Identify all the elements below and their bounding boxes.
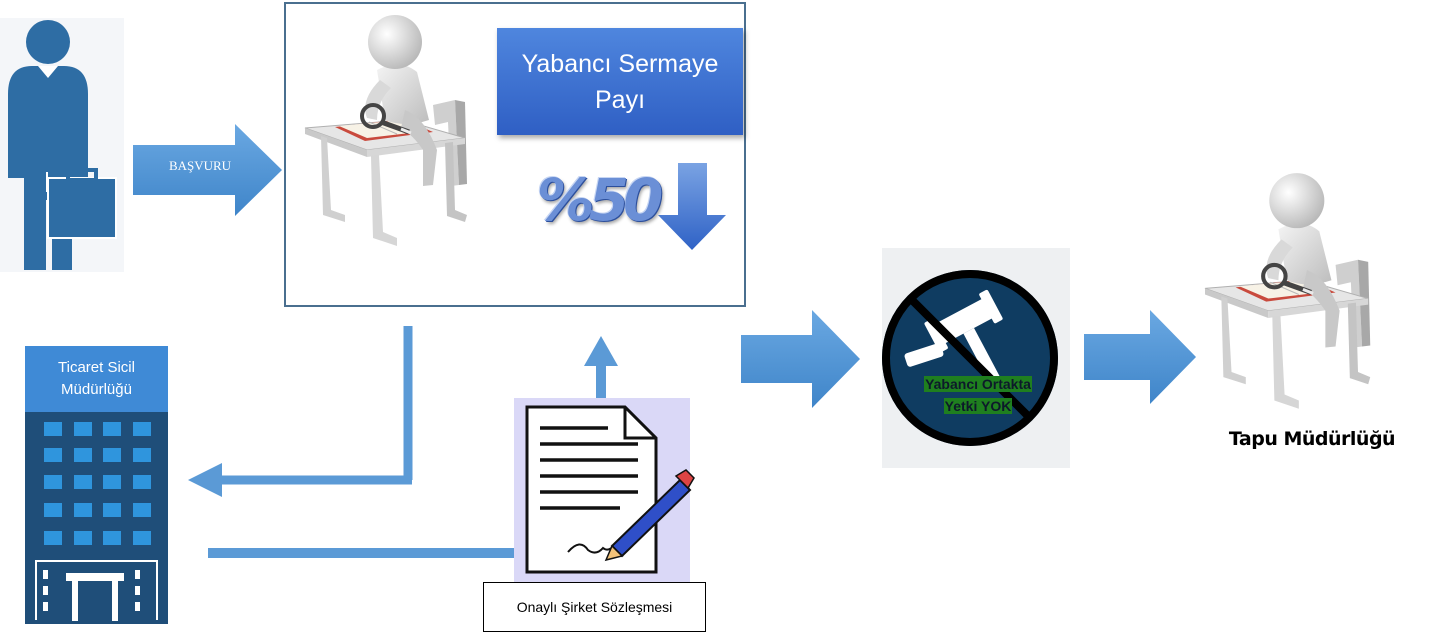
percentage-text: %50 [536,166,664,234]
no-authority-line1: Yabancı Ortakta [924,376,1032,392]
document-signing-icon [514,398,695,584]
registry-return-connector [188,326,413,497]
trade-registry-line2: Müdürlüğü [61,381,132,398]
down-arrow-icon [658,163,726,250]
businessman-icon [0,18,124,272]
foreign-share-line1: Yabancı Sermaye [521,49,719,78]
foreign-share-box: Yabancı Sermaye Payı [497,28,743,135]
gavel-prohibited-icon [882,248,1070,468]
application-arrow [133,124,282,216]
reviewer-figure-icon-land [1205,173,1370,409]
foreign-share-line2: Payı [594,85,646,114]
building-icon [25,412,168,624]
trade-registry-line1: Ticaret Sicil [58,359,135,376]
document-up-connector [584,336,618,400]
contract-label: Onaylı Şirket Sözleşmesi [483,582,706,632]
review-box [284,2,746,307]
forward-arrow-1 [741,310,860,408]
trade-registry-label: Ticaret Sicil Müdürlüğü [25,346,168,412]
land-registry-label: Tapu Müdürlüğü [1228,428,1396,450]
no-authority-text: Yabancı Ortakta Yetki YOK [905,373,1051,417]
forward-arrow-2 [1084,310,1196,404]
application-label: BAŞVURU [168,158,232,173]
no-authority-line2: Yetki YOK [943,398,1013,414]
